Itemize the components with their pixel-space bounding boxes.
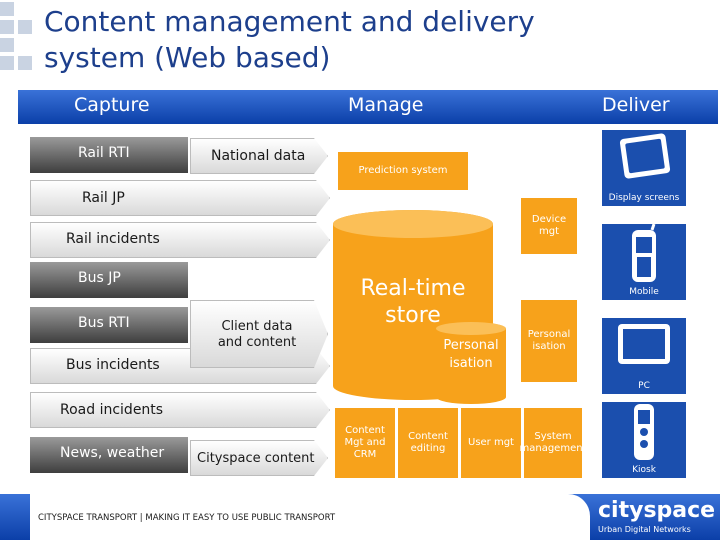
deliver-label-kiosk: Kiosk xyxy=(632,465,656,475)
cityspace-logo: cityspace Urban Digital Networks xyxy=(598,498,715,534)
arrow-label-client-data: Client data and content xyxy=(217,319,297,350)
box-prediction-system: Prediction system xyxy=(338,152,468,190)
decor-square xyxy=(18,20,32,34)
display-screen-icon xyxy=(619,133,671,179)
box-system-management: System management xyxy=(520,408,587,478)
flow-arrow-rail-incidents xyxy=(30,222,330,258)
mobile-phone-icon xyxy=(632,223,656,282)
personalisation-cylinder xyxy=(436,322,506,404)
decor-square xyxy=(0,38,14,52)
section-capture: Capture xyxy=(74,94,150,116)
source-bus-rti: Bus RTI xyxy=(30,307,188,343)
source-rail-incidents: Rail incidents xyxy=(66,231,160,247)
box-content-editing: Content editing xyxy=(398,408,458,478)
source-news-weather: News, weather xyxy=(30,437,188,473)
source-road-incidents: Road incidents xyxy=(60,402,164,418)
deliver-pc: PC xyxy=(602,318,686,394)
box-content-mgt: Content Mgt and CRM xyxy=(335,408,395,478)
decor-square xyxy=(0,20,14,34)
source-rail-jp: Rail JP xyxy=(82,190,125,206)
arrow-label-national-data: National data xyxy=(211,148,306,164)
deliver-label-display: Display screens xyxy=(608,193,680,203)
deliver-mobile: Mobile xyxy=(602,223,686,300)
deliver-kiosk: Kiosk xyxy=(602,402,686,478)
section-deliver: Deliver xyxy=(602,94,670,116)
decor-square xyxy=(18,56,32,70)
footer-panel xyxy=(30,494,590,540)
deliver-display-screens: Display screens xyxy=(602,130,686,206)
personalisation-cylinder-label: Personal isation xyxy=(443,338,499,371)
page-title: Content management and delivery system (… xyxy=(44,5,535,74)
kiosk-icon xyxy=(634,404,654,460)
realtime-store-label: Real-time store xyxy=(360,276,466,328)
flow-arrow-national-data: National data xyxy=(190,138,328,174)
deliver-label-mobile: Mobile xyxy=(629,287,659,297)
box-device-mgt: Device mgt xyxy=(521,198,577,254)
deliver-label-pc: PC xyxy=(638,381,650,391)
arrow-label-cityspace-content: Cityspace content xyxy=(197,451,315,466)
section-header-band: Capture Manage Deliver xyxy=(18,90,718,124)
source-bus-jp: Bus JP xyxy=(30,262,188,298)
source-rail-rti: Rail RTI xyxy=(30,137,188,173)
logo-tagline: Urban Digital Networks xyxy=(598,525,691,534)
flow-arrow-client-data: Client data and content xyxy=(190,300,328,368)
decor-square xyxy=(0,56,14,70)
realtime-store-cylinder xyxy=(333,210,493,400)
box-personalisation: Personal isation xyxy=(521,300,577,382)
flow-arrow-rail-jp xyxy=(30,180,330,216)
flow-arrow-road-incidents xyxy=(30,392,330,428)
pc-monitor-icon xyxy=(618,324,670,364)
decor-square xyxy=(0,2,14,16)
logo-word: cityspace xyxy=(598,498,716,523)
section-manage: Manage xyxy=(348,94,424,116)
source-bus-incidents: Bus incidents xyxy=(66,357,160,373)
flow-arrow-cityspace-content: Cityspace content xyxy=(190,440,328,476)
box-user-mgt: User mgt xyxy=(461,408,521,478)
footer-tagline: CITYSPACE TRANSPORT | MAKING IT EASY TO … xyxy=(38,513,336,523)
